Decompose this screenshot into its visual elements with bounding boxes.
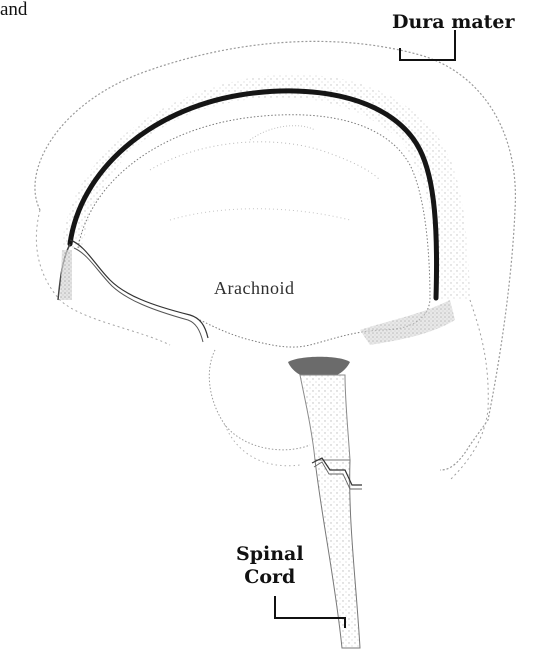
spinal-cord-label-line1: Spinal (236, 543, 304, 566)
cropped-heading-text: and (0, 0, 27, 20)
tentorium-line-upper (70, 240, 208, 338)
dura-mater-leader (400, 30, 455, 60)
brainstem (300, 375, 350, 460)
spinal-cord-label-line2: Cord (236, 566, 304, 589)
cerebellum-lower (225, 425, 300, 466)
inner-gyrus-3 (250, 126, 315, 140)
inner-gyrus-1 (150, 142, 380, 180)
posterior-shading (360, 300, 455, 345)
spinal-cord-leader (275, 596, 345, 628)
arachnoid-label: Arachnoid (214, 277, 294, 299)
dura-mater-label: Dura mater (392, 11, 515, 33)
dura-layer-band (62, 74, 470, 300)
inner-gyrus-2 (170, 209, 350, 220)
spinal-cord (315, 460, 360, 648)
outer-skull-left (36, 210, 170, 345)
tentorium-line-lower (74, 248, 203, 342)
frontal-arachnoid-band (60, 250, 72, 300)
posterior-skull-outline (450, 300, 488, 480)
spinal-cord-label: Spinal Cord (236, 543, 304, 589)
